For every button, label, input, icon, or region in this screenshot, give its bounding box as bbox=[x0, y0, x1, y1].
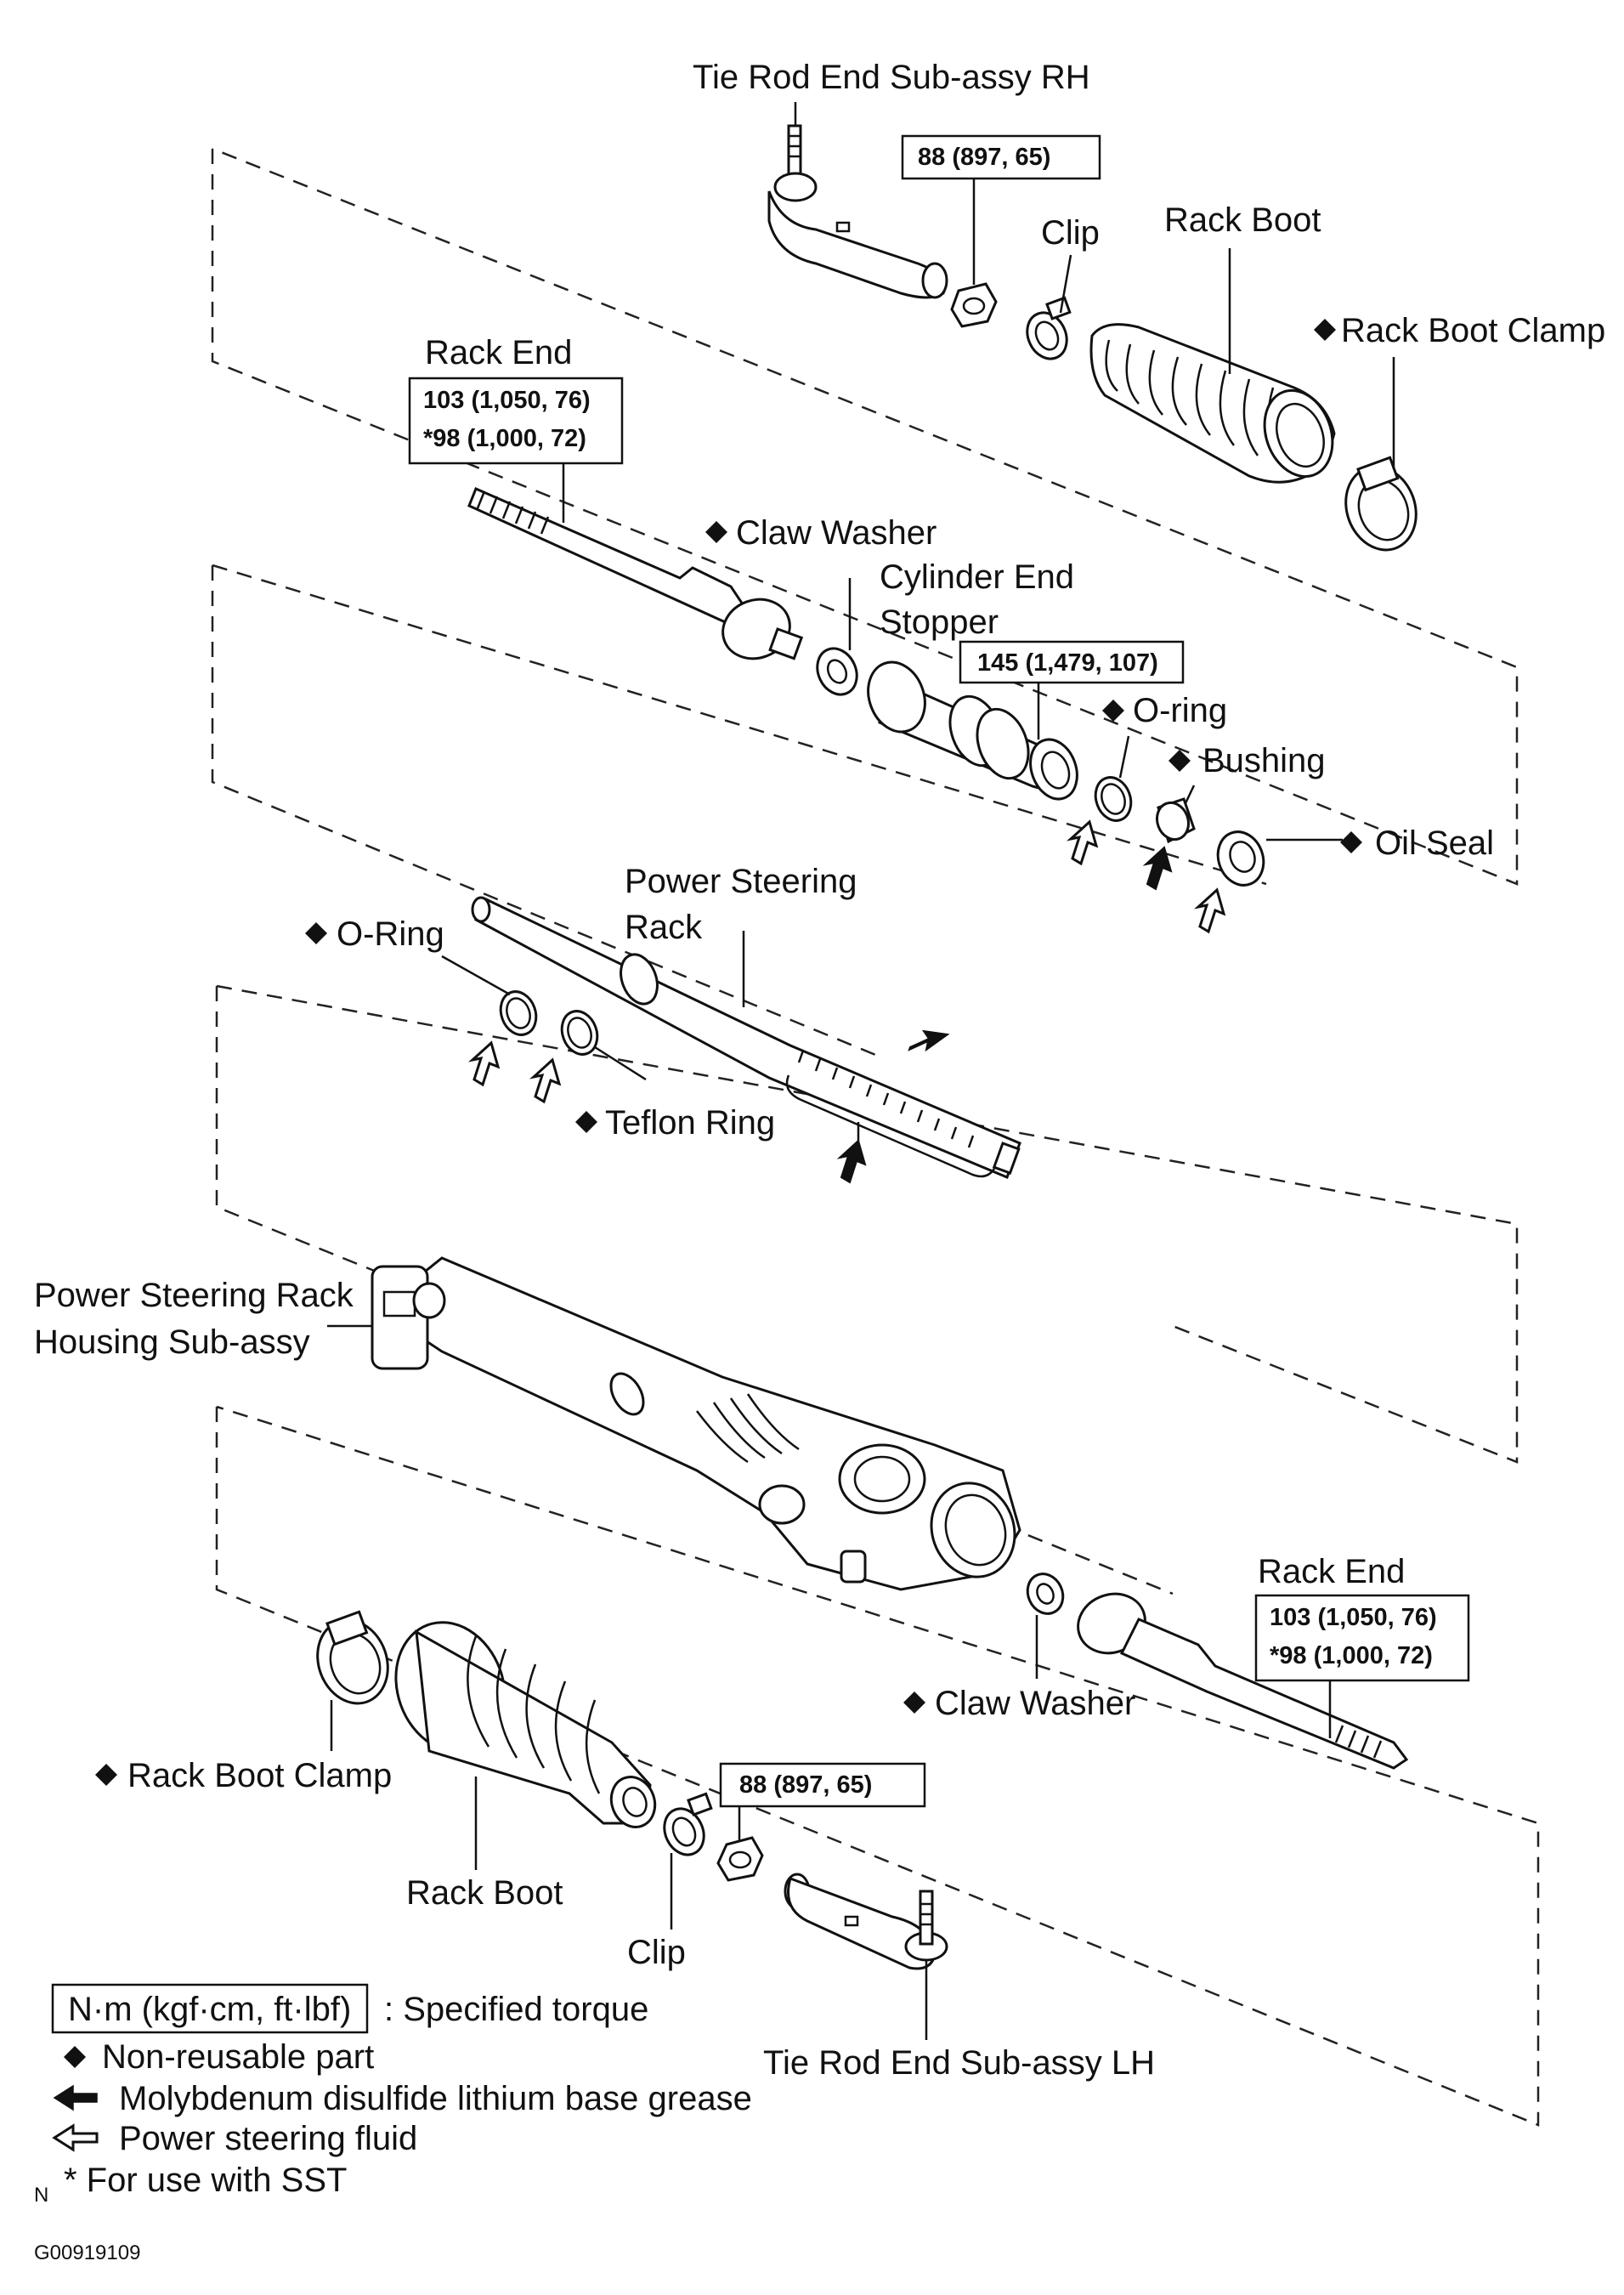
svg-text:*98 (1,000, 72): *98 (1,000, 72) bbox=[1270, 1642, 1433, 1669]
label-power-steering-rack-1: Power Steering bbox=[625, 863, 857, 900]
rack-end-top bbox=[467, 487, 804, 660]
diamond-icon bbox=[705, 521, 727, 543]
oil-seal bbox=[1216, 830, 1265, 887]
cylinder-end-stopper bbox=[867, 660, 1078, 801]
label-tie-rod-rh: Tie Rod End Sub-assy RH bbox=[693, 59, 1090, 96]
white-arrow-icon bbox=[467, 1040, 501, 1087]
black-arrow-icon bbox=[908, 1029, 950, 1052]
power-steering-rack bbox=[471, 896, 1021, 1179]
label-rack-end-bottom: Rack End bbox=[1258, 1553, 1405, 1590]
diamond-icon bbox=[305, 922, 327, 944]
svg-text:145 (1,479, 107): 145 (1,479, 107) bbox=[977, 649, 1158, 677]
legend-torque-box bbox=[51, 1983, 369, 2034]
label-rack-end-top: Rack End bbox=[425, 334, 572, 371]
diamond-icon bbox=[903, 1692, 925, 1714]
label-teflon-ring: Teflon Ring bbox=[605, 1104, 775, 1142]
white-arrow-icon bbox=[1066, 819, 1099, 866]
label-clip-bottom: Clip bbox=[627, 1934, 686, 1971]
label-claw-washer-top: Claw Washer bbox=[736, 514, 936, 552]
label-o-ring-left: O-Ring bbox=[337, 915, 444, 953]
diamond-icon bbox=[575, 1111, 597, 1133]
legend-ps-fluid: Power steering fluid bbox=[119, 2120, 417, 2157]
label-power-steering-rack-2: Rack bbox=[625, 909, 703, 946]
clip-top bbox=[1026, 296, 1072, 360]
legend-torque-unit: N·m (kgf·cm, ft·lbf) bbox=[68, 1991, 351, 2028]
black-arrow-icon bbox=[53, 2084, 98, 2111]
o-ring-left bbox=[499, 990, 538, 1036]
diamond-icon bbox=[1314, 319, 1336, 341]
claw-washer-top bbox=[816, 647, 858, 696]
svg-text:103 (1,050, 76): 103 (1,050, 76) bbox=[1270, 1604, 1437, 1631]
clip-bottom bbox=[663, 1792, 713, 1856]
label-cylinder-end-stopper-1: Cylinder End bbox=[880, 558, 1074, 596]
svg-text:88 (897, 65): 88 (897, 65) bbox=[739, 1771, 872, 1799]
diamond-icon bbox=[95, 1764, 117, 1786]
black-diamond-icon bbox=[64, 2046, 86, 2068]
rack-boot-bottom bbox=[394, 1621, 657, 1828]
rack-boot-clamp-top bbox=[1344, 456, 1417, 552]
figure-id: G00919109 bbox=[34, 2241, 140, 2264]
legend-moly-grease: Molybdenum disulfide lithium base grease bbox=[119, 2080, 752, 2117]
label-bushing: Bushing bbox=[1202, 742, 1326, 779]
tie-rod-end-lh bbox=[784, 1873, 948, 1970]
torque-box-tie-rod-top bbox=[901, 134, 1101, 180]
svg-text:*98 (1,000, 72): *98 (1,000, 72) bbox=[423, 425, 586, 452]
label-housing-1: Power Steering Rack bbox=[34, 1277, 354, 1314]
claw-washer-bottom bbox=[1026, 1572, 1065, 1615]
torque-box-cylinder-end-stopper bbox=[959, 640, 1185, 684]
white-arrow-icon bbox=[1193, 887, 1226, 934]
bushing bbox=[1155, 797, 1196, 844]
white-arrow-icon bbox=[529, 1057, 562, 1104]
diamond-icon bbox=[1168, 750, 1191, 772]
diamond-icon bbox=[1340, 831, 1362, 853]
legend-sst: * For use with SST bbox=[64, 2162, 347, 2199]
diamond-icon bbox=[1102, 700, 1124, 722]
torque-box-rack-end-top bbox=[408, 377, 624, 465]
black-arrow-icon bbox=[836, 1139, 867, 1184]
teflon-ring bbox=[560, 1010, 599, 1056]
legend: N·m (kgf·cm, ft·lbf) : Specified torque … bbox=[34, 1983, 752, 2264]
svg-text:88 (897, 65): 88 (897, 65) bbox=[918, 144, 1050, 171]
torque-box-tie-rod-bottom bbox=[719, 1762, 926, 1808]
label-rack-boot-top: Rack Boot bbox=[1164, 201, 1321, 239]
label-oil-seal: Oil Seal bbox=[1375, 824, 1494, 862]
label-claw-washer-bottom: Claw Washer bbox=[935, 1685, 1135, 1722]
label-rack-boot-bottom: Rack Boot bbox=[406, 1874, 563, 1912]
tie-rod-end-rh bbox=[767, 124, 948, 299]
tie-rod-nut-top bbox=[950, 282, 998, 328]
legend-torque-text: : Specified torque bbox=[384, 1991, 648, 2028]
tie-rod-nut-bottom bbox=[716, 1836, 764, 1882]
rack-housing bbox=[371, 1256, 1021, 1591]
rack-boot-clamp-bottom bbox=[316, 1610, 389, 1705]
label-rack-boot-clamp-top: Rack Boot Clamp bbox=[1341, 312, 1605, 349]
legend-non-reusable: Non-reusable part bbox=[102, 2038, 374, 2076]
torque-box-rack-end-bottom bbox=[1254, 1594, 1470, 1682]
label-rack-boot-clamp-bottom: Rack Boot Clamp bbox=[127, 1757, 392, 1794]
label-o-ring-small: O-ring bbox=[1133, 692, 1227, 729]
rack-end-bottom bbox=[1077, 1592, 1409, 1770]
grouping-planes bbox=[211, 147, 1540, 2127]
label-housing-2: Housing Sub-assy bbox=[34, 1323, 310, 1361]
rack-boot-top bbox=[1089, 323, 1336, 484]
label-cylinder-end-stopper-2: Stopper bbox=[880, 604, 999, 641]
black-arrow-icon bbox=[1142, 846, 1173, 891]
o-ring-small bbox=[1094, 776, 1133, 822]
label-tie-rod-lh: Tie Rod End Sub-assy LH bbox=[763, 2044, 1155, 2082]
svg-text:103 (1,050, 76): 103 (1,050, 76) bbox=[423, 387, 591, 414]
label-clip-top: Clip bbox=[1041, 214, 1100, 252]
north-mark: N bbox=[34, 2184, 48, 2207]
white-arrow-icon bbox=[52, 2123, 99, 2152]
